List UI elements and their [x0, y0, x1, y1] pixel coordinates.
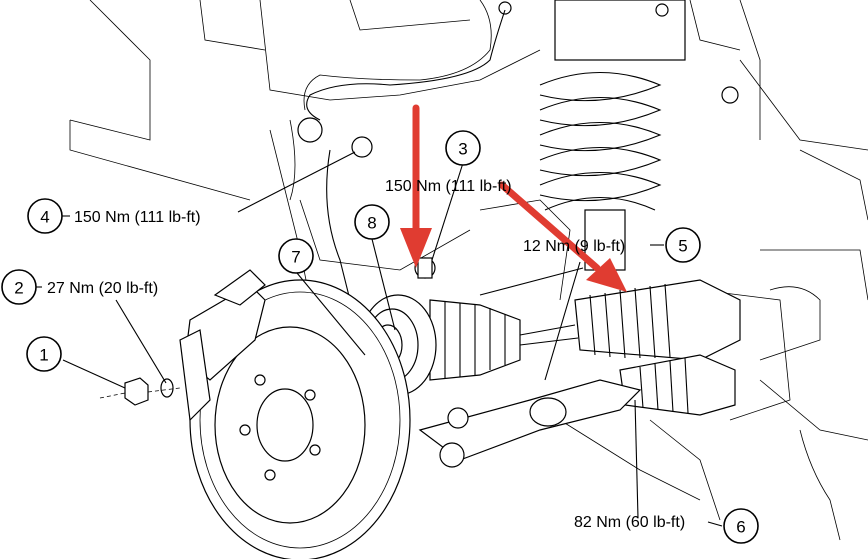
leader-lines [36, 151, 723, 527]
callout-6: 6 82 Nm (60 lb-ft) [574, 508, 759, 544]
callout-8-circle [354, 204, 390, 240]
callout-7-number: 7 [291, 248, 300, 267]
callout-4: 4 150 Nm (111 lb-ft) [27, 198, 201, 234]
highlight-arrow-diagonal [498, 181, 627, 292]
callout-5-number: 5 [678, 237, 687, 256]
callout-5: 5 12 Nm (9 lb-ft) [523, 227, 701, 263]
callout-7-circle [278, 238, 314, 274]
bolt-1 [99, 377, 181, 406]
lower-control-arm [418, 379, 642, 468]
callout-4-circle [27, 198, 63, 234]
callout-3-torque: 150 Nm (111 lb-ft) [385, 178, 512, 195]
brake-rotor [189, 279, 411, 559]
callout-8-number: 8 [367, 214, 376, 233]
brake-caliper [179, 269, 266, 422]
callout-2-torque: 27 Nm (20 lb-ft) [47, 280, 158, 297]
brake-hose [297, 9, 506, 341]
callout-2-circle [1, 269, 37, 305]
callout-5-circle [665, 227, 701, 263]
callout-4-torque: 150 Nm (111 lb-ft) [74, 209, 201, 226]
axle-left-cv-boot [429, 299, 579, 381]
frame-linework [69, 0, 868, 541]
highlight-arrow-down [400, 104, 432, 268]
callout-8: 8 [354, 204, 390, 240]
callout-1-number: 1 [39, 346, 48, 365]
callout-2-number: 2 [14, 279, 23, 298]
callout-5-torque: 12 Nm (9 lb-ft) [523, 238, 625, 255]
coil-spring [498, 0, 739, 271]
callout-3-number: 3 [458, 140, 467, 159]
callout-1-circle [26, 336, 62, 372]
callout-2: 2 27 Nm (20 lb-ft) [1, 269, 158, 305]
callout-6-circle [723, 508, 759, 544]
callout-6-torque: 82 Nm (60 lb-ft) [574, 514, 685, 531]
callout-7: 7 [278, 238, 314, 274]
callout-3-circle [445, 130, 481, 166]
callout-6-number: 6 [736, 518, 745, 537]
callout-3: 3 150 Nm (111 lb-ft) [385, 130, 512, 195]
axle-right-cv-boot [574, 279, 741, 416]
callout-1: 1 [26, 336, 62, 372]
callout-4-number: 4 [40, 208, 49, 227]
